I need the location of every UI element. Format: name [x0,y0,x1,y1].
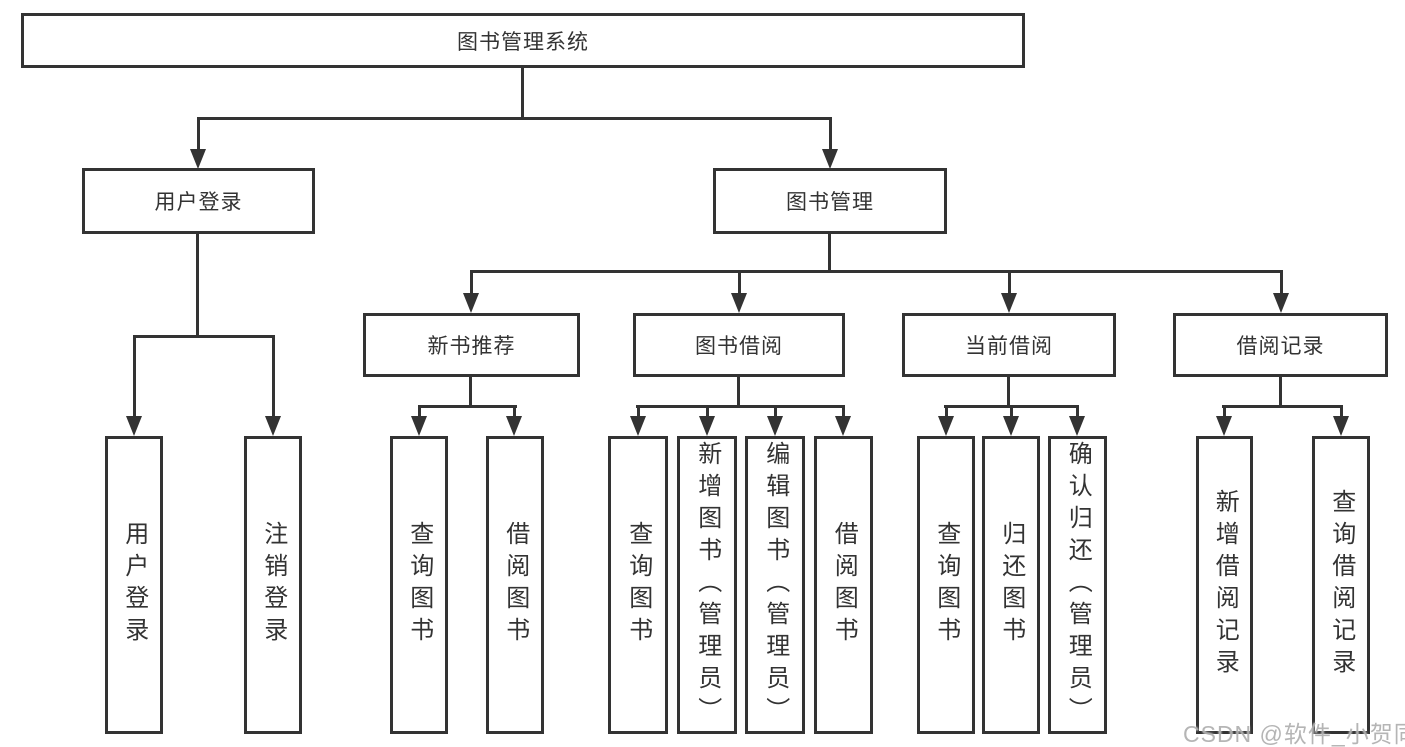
node-label: 借阅图书 [501,521,529,649]
arrow-borrowing-edit [767,407,783,436]
node-user-login: 用户登录 [82,168,315,234]
arrow-to-book-borrowing [731,272,747,313]
arrow-to-user-login [190,119,206,169]
connector-user-login-stem [196,233,199,337]
leaf-current-return-books: 归还图书 [982,436,1040,734]
node-current-borrowing: 当前借阅 [902,313,1116,377]
node-label: 注销登录 [259,521,287,649]
arrow-to-new-book-recommend [463,272,479,313]
leaf-logout: 注销登录 [244,436,302,734]
node-label: 新增图书（管理员） [693,441,721,729]
connector-book-management-rail [470,270,1283,273]
connector-current-borrowing-rail [944,405,1079,408]
node-label: 查询图书 [405,521,433,649]
leaf-query-borrow-record: 查询借阅记录 [1312,436,1370,734]
arrow-new-book-query [411,407,427,436]
arrow-to-logout-leaf [265,337,281,436]
arrow-to-book-management [822,119,838,169]
connector-new-book-rail [418,405,517,408]
arrow-borrowing-borrow [835,407,851,436]
leaf-current-query-books: 查询图书 [917,436,975,734]
arrow-borrowing-query [630,407,646,436]
arrow-current-return [1003,407,1019,436]
arrow-records-query [1333,407,1349,436]
connector-current-borrowing-stem [1007,377,1010,407]
node-borrowing-records: 借阅记录 [1173,313,1388,377]
node-label: 查询借阅记录 [1327,489,1355,681]
node-label: 图书管理系统 [457,30,589,54]
node-root-library-management-system: 图书管理系统 [21,13,1025,68]
arrow-new-book-borrow [506,407,522,436]
node-label: 查询图书 [624,521,652,649]
leaf-recommend-query-books: 查询图书 [390,436,448,734]
connector-root-rail [197,117,832,120]
arrow-to-borrowing-records [1273,272,1289,313]
node-new-book-recommend: 新书推荐 [363,313,580,377]
node-label: 当前借阅 [965,335,1053,358]
connector-user-login-rail [133,335,275,338]
node-label: 编辑图书（管理员） [761,441,789,729]
leaf-recommend-borrow-books: 借阅图书 [486,436,544,734]
connector-new-book-stem [469,377,472,407]
node-label: 图书管理 [786,191,874,214]
node-label: 新增借阅记录 [1211,489,1239,681]
arrow-borrowing-add [699,407,715,436]
node-label: 新书推荐 [427,335,516,358]
connector-root-stem [521,68,524,120]
node-label: 用户登录 [120,521,148,649]
node-book-management: 图书管理 [713,168,947,234]
node-label: 图书借阅 [695,335,783,358]
node-label: 确认归还（管理员） [1064,441,1092,729]
leaf-borrowing-borrow-books: 借阅图书 [814,436,873,734]
leaf-add-borrow-record: 新增借阅记录 [1196,436,1253,734]
leaf-borrowing-edit-books-admin: 编辑图书（管理员） [745,436,805,734]
leaf-borrowing-query-books: 查询图书 [608,436,668,734]
connector-book-management-stem [828,233,831,272]
node-book-borrowing: 图书借阅 [633,313,845,377]
arrow-to-user-login-leaf [126,337,142,436]
connector-book-borrowing-rail [636,405,845,408]
node-label: 借阅记录 [1236,335,1325,358]
leaf-borrowing-add-books-admin: 新增图书（管理员） [677,436,737,734]
node-label: 归还图书 [997,521,1025,649]
leaf-user-login: 用户登录 [105,436,163,734]
csdn-watermark: CSDN @软件_小贺同学 [1183,721,1405,747]
node-label: 借阅图书 [830,521,858,649]
node-label: 查询图书 [932,521,960,649]
node-label: 用户登录 [154,191,243,214]
arrow-current-query [938,407,954,436]
arrow-current-confirm-return [1069,407,1085,436]
arrow-records-add [1216,407,1232,436]
connector-book-borrowing-stem [737,377,740,407]
arrow-to-current-borrowing [1001,272,1017,313]
connector-records-rail [1222,405,1343,408]
leaf-current-confirm-return-admin: 确认归还（管理员） [1048,436,1107,734]
connector-records-stem [1279,377,1282,407]
